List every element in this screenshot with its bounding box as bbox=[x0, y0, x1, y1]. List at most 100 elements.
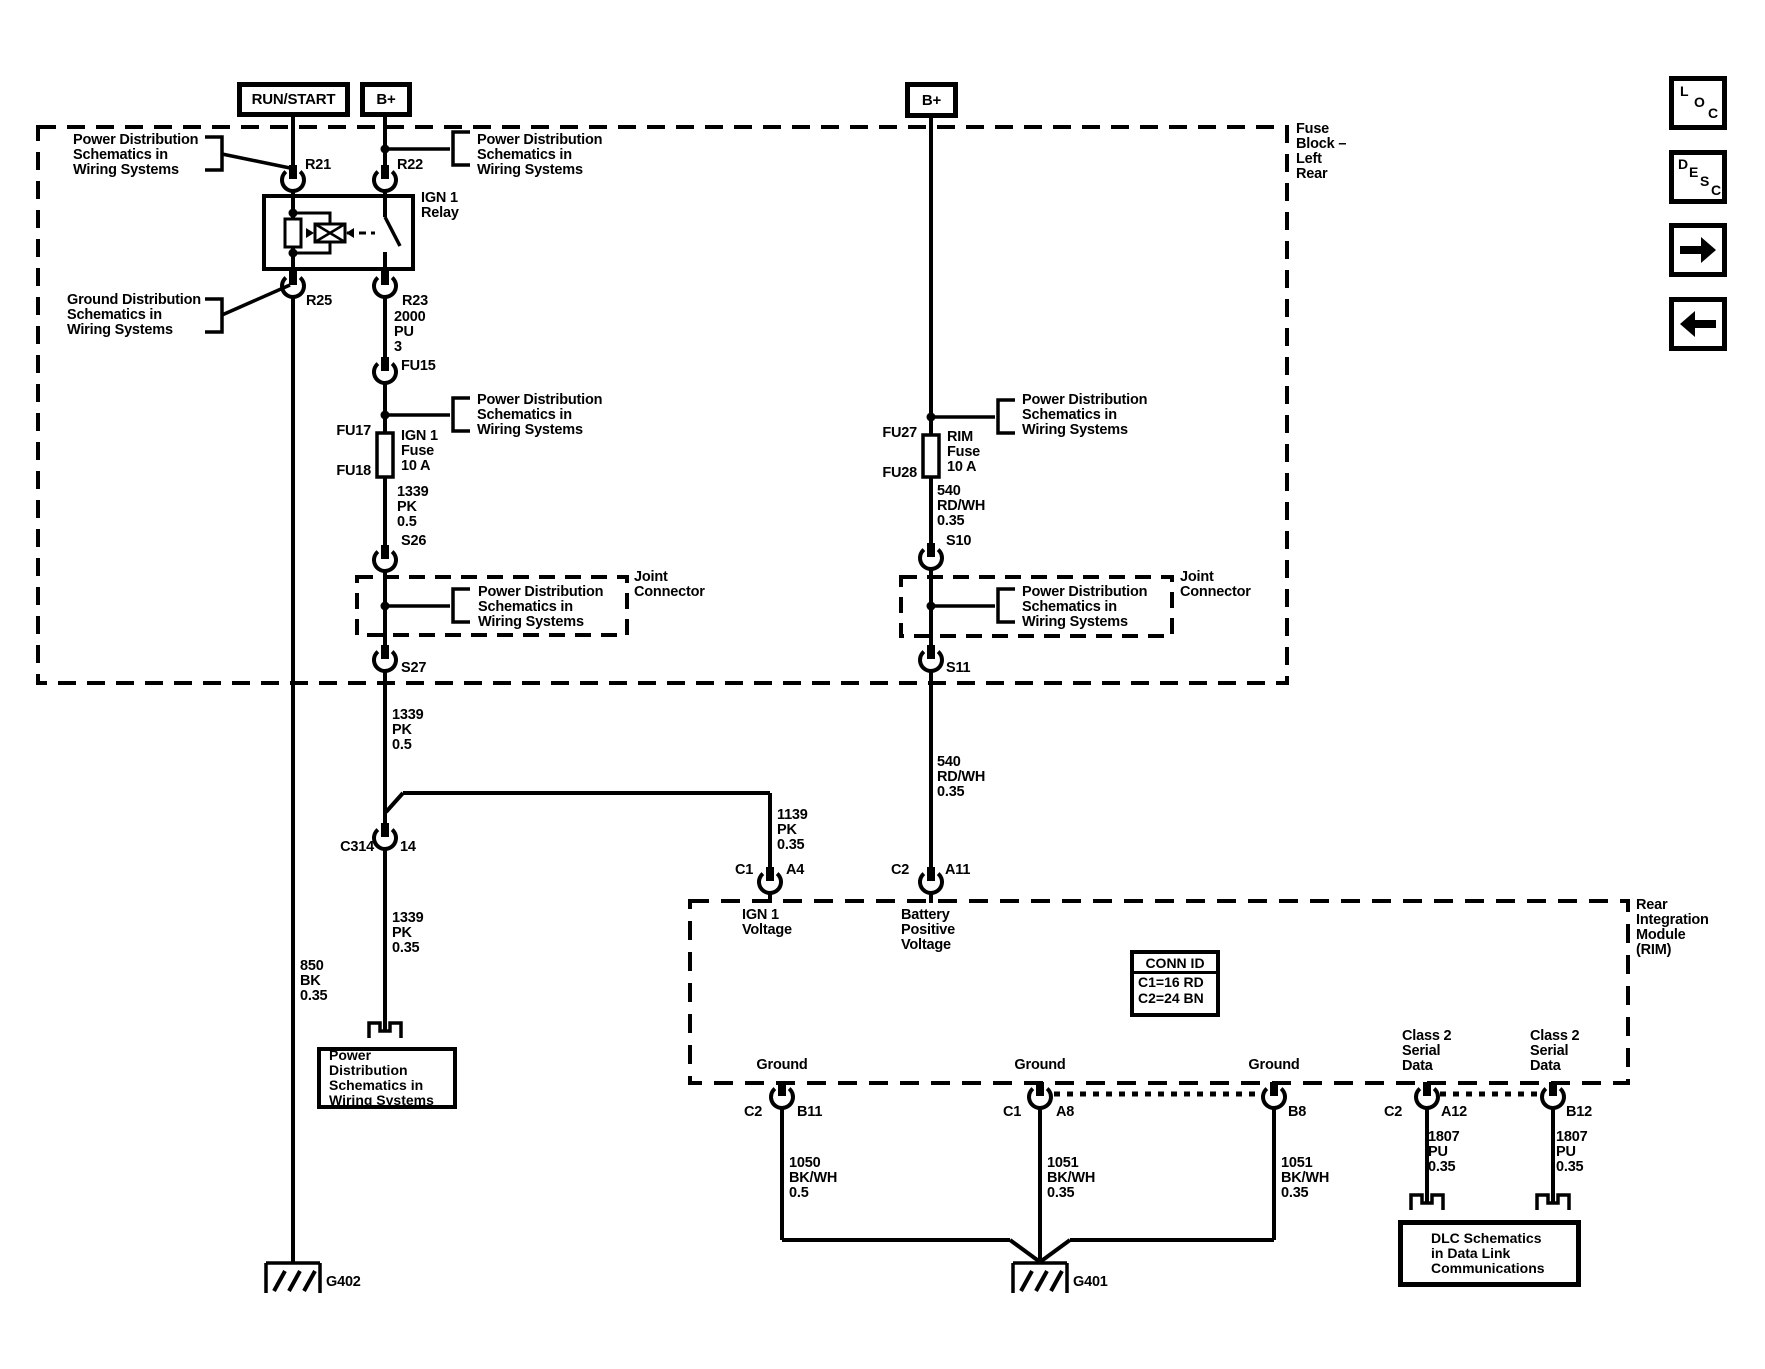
pin-label-fu27: FU27 bbox=[882, 425, 917, 441]
rim-class2-label-a: Class 2 Serial Data bbox=[1402, 1028, 1452, 1074]
connector-label-c314: C314 bbox=[340, 839, 374, 855]
joint-connector-left-label: Joint Connector bbox=[634, 569, 705, 600]
wire-label-1051-bkwh-a: 1051 BK/WH 0.35 bbox=[1047, 1155, 1096, 1201]
fuse-ign1-symbol bbox=[375, 431, 395, 479]
terminal-b-plus-left[interactable]: B+ bbox=[360, 82, 412, 117]
ground-label-g401: G401 bbox=[1073, 1274, 1108, 1290]
relay-symbol bbox=[262, 194, 415, 271]
rim-pin-a4-conn: C1 bbox=[735, 862, 754, 878]
splice-label-s26: S26 bbox=[401, 533, 427, 549]
rim-module-label: Rear Integration Module (RIM) bbox=[1636, 897, 1709, 958]
ground-circuit-wires bbox=[780, 1108, 1276, 1264]
rim-ground-label-1: Ground bbox=[756, 1057, 808, 1073]
desc-button[interactable]: D E S C bbox=[1669, 150, 1727, 204]
terminal-b-plus-right[interactable]: B+ bbox=[905, 82, 958, 118]
wire-label-1339-pk-05-upper: 1339 PK 0.5 bbox=[397, 484, 429, 530]
desc-letter-c: C bbox=[1711, 182, 1722, 198]
forward-button[interactable] bbox=[1669, 223, 1727, 277]
rim-ground-label-2: Ground bbox=[1014, 1057, 1066, 1073]
dlc-schematics-ref-box: DLC Schematics in Data Link Communicatio… bbox=[1398, 1220, 1581, 1287]
callout-power-distribution-r21: Power Distribution Schematics in Wiring … bbox=[73, 132, 199, 178]
rim-pin-b8: B8 bbox=[1288, 1104, 1307, 1120]
callout-power-distribution-r22: Power Distribution Schematics in Wiring … bbox=[477, 132, 603, 178]
fuse-rim-label: RIM Fuse 10 A bbox=[947, 429, 981, 475]
wire-label-540-rdwh-lower: 540 RD/WH 0.35 bbox=[937, 754, 986, 800]
wire-label-1139-pk-035: 1139 PK 0.35 bbox=[777, 807, 808, 853]
rim-ground-label-3: Ground bbox=[1248, 1057, 1300, 1073]
connector-pin-14: 14 bbox=[400, 839, 416, 855]
desc-letter-s: S bbox=[1700, 173, 1710, 189]
power-distribution-ref-box: Power Distribution Schematics in Wiring … bbox=[317, 1047, 457, 1109]
wire-label-1051-bkwh-b: 1051 BK/WH 0.35 bbox=[1281, 1155, 1330, 1201]
ground-symbols bbox=[264, 1261, 1069, 1295]
pin-label-r25: R25 bbox=[306, 293, 332, 309]
pin-label-fu28: FU28 bbox=[882, 465, 917, 481]
ground-label-g402: G402 bbox=[326, 1274, 361, 1290]
callout-connectors bbox=[203, 130, 1017, 624]
conn-id-header: CONN ID bbox=[1134, 954, 1216, 974]
loc-letter-l: L bbox=[1680, 83, 1689, 99]
loc-button[interactable]: L O C bbox=[1669, 76, 1727, 130]
rim-class2-label-b: Class 2 Serial Data bbox=[1530, 1028, 1580, 1074]
ignition-circuit-wires bbox=[291, 117, 772, 1263]
serial-data-wires bbox=[1054, 1091, 1555, 1203]
splice-label-s27: S27 bbox=[401, 660, 427, 676]
wire-label-850-bk-035: 850 BK 0.35 bbox=[300, 958, 328, 1004]
rim-pin-a4: A4 bbox=[786, 862, 805, 878]
rim-pin-b11: B11 bbox=[797, 1104, 823, 1120]
ground-symbol-g402 bbox=[264, 1261, 322, 1295]
splice-label-s10: S10 bbox=[946, 533, 972, 549]
wire-label-1339-pk-05-lower: 1339 PK 0.5 bbox=[392, 707, 424, 753]
callout-power-distribution-joint-left: Power Distribution Schematics in Wiring … bbox=[478, 584, 604, 630]
loc-letter-o: O bbox=[1694, 94, 1705, 110]
back-button[interactable] bbox=[1669, 297, 1727, 351]
conn-id-row-c1: C1=16 RD bbox=[1138, 974, 1204, 990]
rim-pin-a11: A11 bbox=[945, 862, 971, 878]
fuse-symbols bbox=[375, 431, 941, 479]
rim-pin-b12: B12 bbox=[1566, 1104, 1592, 1120]
conn-id-table: CONN ID C1=16 RD C2=24 BN bbox=[1130, 950, 1220, 1017]
rim-pin-b11-conn: C2 bbox=[744, 1104, 763, 1120]
arrow-right-icon bbox=[1680, 237, 1716, 263]
pin-label-r21: R21 bbox=[305, 157, 331, 173]
pin-label-r22: R22 bbox=[397, 157, 423, 173]
rim-input-battery-voltage: Battery Positive Voltage bbox=[901, 907, 956, 953]
wire-label-1050-bkwh: 1050 BK/WH 0.5 bbox=[789, 1155, 838, 1201]
wire-label-1807-pu-a: 1807 PU 0.35 bbox=[1428, 1129, 1460, 1175]
fuse-block-outline bbox=[36, 125, 1289, 685]
conn-id-row-c2: C2=24 BN bbox=[1138, 990, 1204, 1006]
rim-outline bbox=[688, 899, 1630, 1085]
ground-symbol-g401 bbox=[1011, 1261, 1069, 1295]
wire-label-1339-pk-035: 1339 PK 0.35 bbox=[392, 910, 424, 956]
rim-input-ign1-voltage: IGN 1 Voltage bbox=[742, 907, 792, 938]
pin-label-r23: R23 bbox=[402, 293, 428, 309]
fuse-block-label: Fuse Block – Left Rear bbox=[1296, 121, 1347, 182]
rim-pin-a12-conn: C2 bbox=[1384, 1104, 1403, 1120]
dashed-outlines bbox=[36, 125, 1630, 1085]
pin-label-fu17: FU17 bbox=[336, 423, 371, 439]
pin-label-fu15: FU15 bbox=[401, 358, 436, 374]
joint-connector-right-label: Joint Connector bbox=[1180, 569, 1251, 600]
rim-pin-a8-conn: C1 bbox=[1003, 1104, 1022, 1120]
desc-letter-e: E bbox=[1689, 164, 1699, 180]
terminal-run-start[interactable]: RUN/START bbox=[237, 82, 350, 117]
callout-ground-distribution: Ground Distribution Schematics in Wiring… bbox=[67, 292, 201, 338]
pin-label-fu18: FU18 bbox=[336, 463, 371, 479]
relay-ign1-label: IGN 1 Relay bbox=[421, 190, 459, 221]
callout-power-distribution-fu27: Power Distribution Schematics in Wiring … bbox=[1022, 392, 1148, 438]
callout-power-distribution-joint-right: Power Distribution Schematics in Wiring … bbox=[1022, 584, 1148, 630]
rim-pin-a8: A8 bbox=[1056, 1104, 1075, 1120]
wire-label-1807-pu-b: 1807 PU 0.35 bbox=[1556, 1129, 1588, 1175]
desc-letter-d: D bbox=[1678, 156, 1689, 172]
fuse-ign1-label: IGN 1 Fuse 10 A bbox=[401, 428, 438, 474]
loc-letter-c: C bbox=[1708, 105, 1719, 121]
joint-connector-left-outline bbox=[355, 575, 629, 637]
callout-power-distribution-fu17: Power Distribution Schematics in Wiring … bbox=[477, 392, 603, 438]
wire-label-540-rdwh-upper: 540 RD/WH 0.35 bbox=[937, 483, 986, 529]
fuse-rim-symbol bbox=[921, 433, 941, 479]
arrow-left-icon bbox=[1680, 311, 1716, 337]
rim-pin-a12: A12 bbox=[1441, 1104, 1467, 1120]
wire-label-2000-pu-3: 2000 PU 3 bbox=[394, 309, 426, 355]
